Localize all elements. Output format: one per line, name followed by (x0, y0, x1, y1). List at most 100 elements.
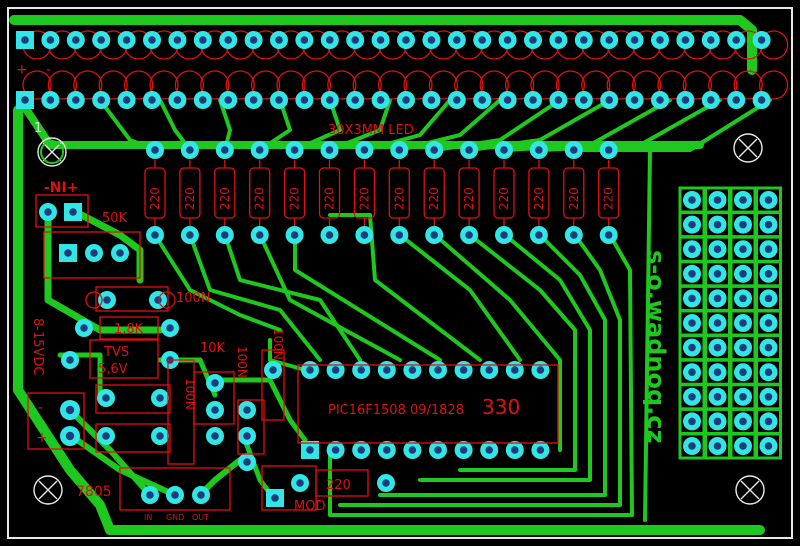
led-pad-top (473, 31, 492, 49)
comp-pad (97, 389, 115, 407)
resistor: 220 (458, 160, 480, 226)
resistor: 220 (283, 160, 306, 226)
resistor: 220 (388, 160, 410, 226)
res-pad (75, 319, 93, 337)
led-pad-bottom (600, 91, 619, 109)
cap-pad (238, 401, 256, 419)
header-pad (683, 289, 701, 308)
resistor: 220 (598, 160, 620, 226)
resistor-pad-bottom (146, 226, 164, 244)
mounting-hole-tl (37, 137, 67, 167)
header-pad (734, 363, 752, 382)
header-pad (759, 363, 778, 382)
header-pad (683, 215, 701, 234)
led-pad-top (244, 31, 263, 49)
led-pad-bottom (676, 91, 695, 109)
mcu-pad-bottom (352, 441, 371, 459)
header-pad (734, 264, 752, 283)
reg-pad-out (192, 486, 210, 504)
header-pad (734, 387, 752, 406)
led-pad-bottom (193, 91, 212, 109)
cap-100n-vertical-1: 100N (183, 378, 197, 410)
header-pad (683, 387, 701, 406)
led-outline (47, 70, 78, 100)
mcu-label: PIC16F1508 09/1828 (328, 403, 464, 418)
signature-text: s-o.wadnoq.cz (642, 250, 670, 443)
led-pad-top (193, 31, 212, 49)
resistor: 220 (493, 160, 515, 226)
led-pad-bottom (549, 91, 568, 109)
header-pad (759, 240, 778, 259)
mounting-hole-br (735, 475, 765, 505)
header-pad (759, 387, 778, 406)
resistor-value: 220 (497, 187, 511, 210)
resistor-pad-bottom (320, 226, 339, 244)
resistor-pad-top (425, 141, 444, 159)
reg-pad-gnd (166, 486, 184, 504)
reg-pad-in (141, 486, 159, 504)
led-pad-bottom (168, 91, 187, 109)
resistor-pad-bottom (564, 226, 583, 244)
mounting-hole-bl (33, 475, 63, 505)
led-pad-top (524, 31, 542, 49)
header-pad (734, 437, 752, 455)
led-pad-top (219, 31, 238, 49)
resistor-value: 220 (218, 187, 232, 210)
pin-header-grid (678, 186, 782, 460)
resistor-pad-top (285, 141, 304, 159)
mcu-pad-bottom (326, 441, 345, 459)
header-pad (683, 264, 701, 283)
cap-pad (238, 453, 256, 471)
resistor-pad-top (529, 141, 548, 159)
led-outline (454, 70, 484, 100)
led-outline (657, 70, 687, 100)
resistor-pad-bottom (355, 226, 374, 244)
minus-label: - (46, 62, 51, 78)
resistor-value: 220 (323, 187, 337, 210)
led-pad-top (270, 31, 288, 49)
mcu-pad-top (505, 361, 524, 379)
mcu-pad-bottom (403, 441, 422, 459)
led-outline (174, 70, 205, 100)
resistor-pad-top (320, 141, 339, 159)
pot-label: 50K (102, 211, 128, 226)
header-pad (734, 338, 752, 357)
led-pad-bottom (498, 91, 517, 109)
res-pad (161, 319, 179, 337)
mcu-value-label: 330 (482, 395, 520, 419)
resistor-pad-bottom (250, 226, 269, 244)
mcu-pad-top (326, 361, 345, 379)
resistor-pad-bottom (529, 226, 548, 244)
res10k-pad (206, 427, 224, 445)
header-pad (759, 215, 778, 234)
res-1k8-label: 1,8K (114, 322, 144, 337)
led-outline (631, 70, 662, 100)
led-outline (377, 70, 408, 100)
led-outline (682, 70, 713, 100)
header-pad (759, 412, 778, 431)
led-silkscreen (22, 30, 789, 100)
led-outline (733, 70, 763, 100)
resistor: 220 (353, 160, 376, 226)
resistor-value: 220 (392, 187, 406, 210)
resistor-value: 220 (532, 187, 546, 210)
led-pad-top (117, 31, 136, 49)
volt-minus-label: - (38, 400, 43, 416)
header-pad (708, 387, 727, 406)
mcu-pad-top (480, 361, 499, 379)
resistor: 220 (318, 160, 341, 226)
res10k-pad (206, 374, 224, 392)
input-pad-plus (64, 203, 82, 221)
mod-pad (291, 474, 309, 492)
resistor-pad-top (599, 141, 618, 159)
led-pad-top (422, 31, 441, 49)
resistor-value: 220 (183, 187, 197, 210)
led-pad-top (66, 31, 85, 49)
res-220-label: 220 (326, 478, 351, 493)
cap-100n-label: 100N (176, 291, 211, 306)
led-outline (530, 70, 560, 100)
regulator-label: 7805 (76, 484, 112, 500)
led-pad-top (651, 31, 669, 49)
led-pad-top (447, 31, 466, 49)
